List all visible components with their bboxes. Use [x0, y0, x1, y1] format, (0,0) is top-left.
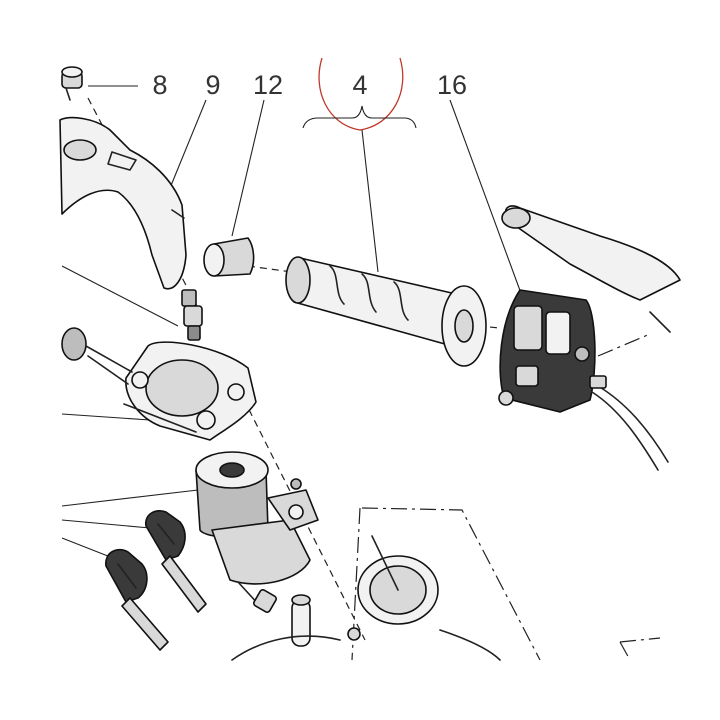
- lever-perch: [59, 116, 187, 290]
- steering-head: [231, 507, 661, 661]
- bracket-plate: [123, 341, 257, 441]
- cable-adjuster: [181, 289, 203, 341]
- callout-label-12: 12: [253, 70, 283, 100]
- switch-wiring: [589, 375, 669, 471]
- leader-line-16: [449, 99, 523, 297]
- leader-line-left-3: [61, 489, 199, 507]
- leader-line-12: [231, 99, 265, 237]
- leader-line-4: [361, 129, 379, 273]
- callout-label-16: 16: [437, 70, 467, 100]
- leader-lines: [61, 85, 523, 561]
- leader-line-left-4: [61, 519, 151, 529]
- callout-label-8: 8: [152, 70, 167, 100]
- ignition-switch: [195, 451, 319, 613]
- axis-plug: [247, 265, 293, 273]
- leader-line-9: [169, 99, 207, 189]
- end-plug-12: [203, 237, 255, 277]
- cable-end: [61, 327, 133, 385]
- handlebar-grip-4: [285, 256, 487, 367]
- key-1: [145, 510, 207, 613]
- axis-switch-bar: [597, 333, 651, 357]
- leader-line-left-1: [61, 265, 179, 327]
- key-2: [105, 548, 169, 651]
- brake-lever: [501, 205, 681, 333]
- bracket-4: [302, 105, 417, 129]
- callout-label-9: 9: [205, 70, 220, 100]
- bolt-8: [61, 66, 83, 101]
- callout-label-4: 4: [352, 70, 367, 100]
- switch-housing-16: [498, 289, 596, 413]
- highlight-circle: [318, 57, 404, 131]
- leader-line-left-2: [61, 413, 151, 421]
